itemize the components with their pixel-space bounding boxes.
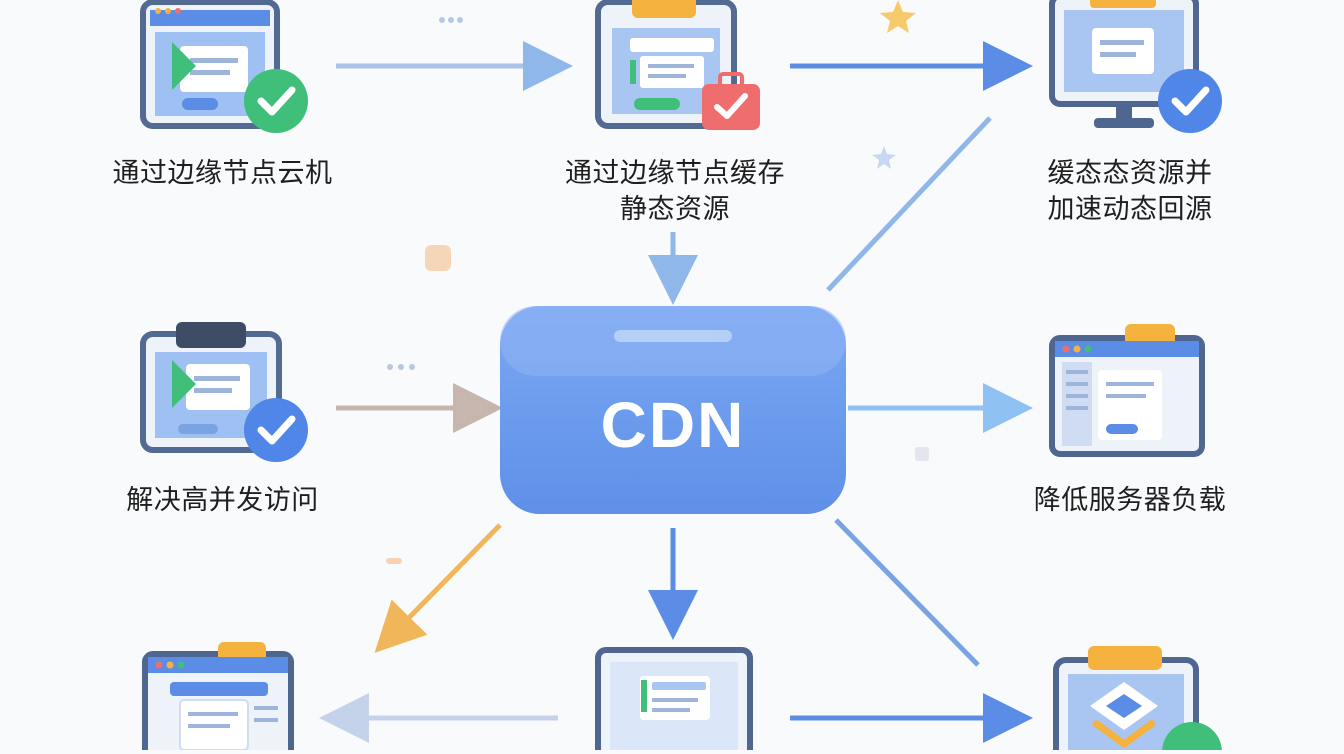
node-bottom-right-icon xyxy=(1053,646,1222,754)
dot-decoration xyxy=(387,364,393,370)
dot-decoration xyxy=(386,558,402,564)
dot-decoration xyxy=(439,17,445,23)
arrow-cdn-to-top-right xyxy=(826,116,992,292)
cdn-box xyxy=(500,306,846,514)
briefcase-check-icon xyxy=(702,84,760,130)
node-top-right-icon xyxy=(1049,0,1222,133)
label-middle-left: 解决高并发访问 xyxy=(126,485,319,516)
dot-decoration xyxy=(409,364,415,370)
node-bottom-center-icon xyxy=(595,647,753,754)
star-icon xyxy=(880,0,916,33)
cdn-title: CDN xyxy=(600,389,746,461)
node-middle-right-icon xyxy=(1049,324,1205,457)
decorations xyxy=(386,0,929,564)
node-top-center-icon xyxy=(595,0,760,130)
label-top-right: 缓态态资源并 加速动态回源 xyxy=(1047,158,1213,225)
dot-decoration xyxy=(457,17,463,23)
node-middle-left-icon xyxy=(140,322,308,462)
node-bottom-left-icon xyxy=(142,642,294,754)
arrow-cdn-to-bottom-right xyxy=(834,518,980,667)
star-icon xyxy=(872,146,896,169)
dot-decoration xyxy=(915,447,929,461)
check-badge-icon xyxy=(244,69,308,133)
connector-arrows xyxy=(319,41,1033,743)
arrow-cdn-to-bottom-left xyxy=(374,523,502,653)
check-badge-icon xyxy=(1158,69,1222,133)
dot-decoration xyxy=(398,364,404,370)
check-badge-icon xyxy=(1162,722,1222,754)
dot-decoration xyxy=(425,245,451,271)
label-middle-right: 降低服务器负载 xyxy=(1033,485,1227,516)
node-top-left-icon xyxy=(140,0,308,133)
check-badge-icon xyxy=(244,398,308,462)
label-top-center: 通过边缘节点缓存 静态资源 xyxy=(565,158,785,225)
label-top-left: 通过边缘节点云机 xyxy=(112,158,333,189)
dot-decoration xyxy=(448,17,454,23)
